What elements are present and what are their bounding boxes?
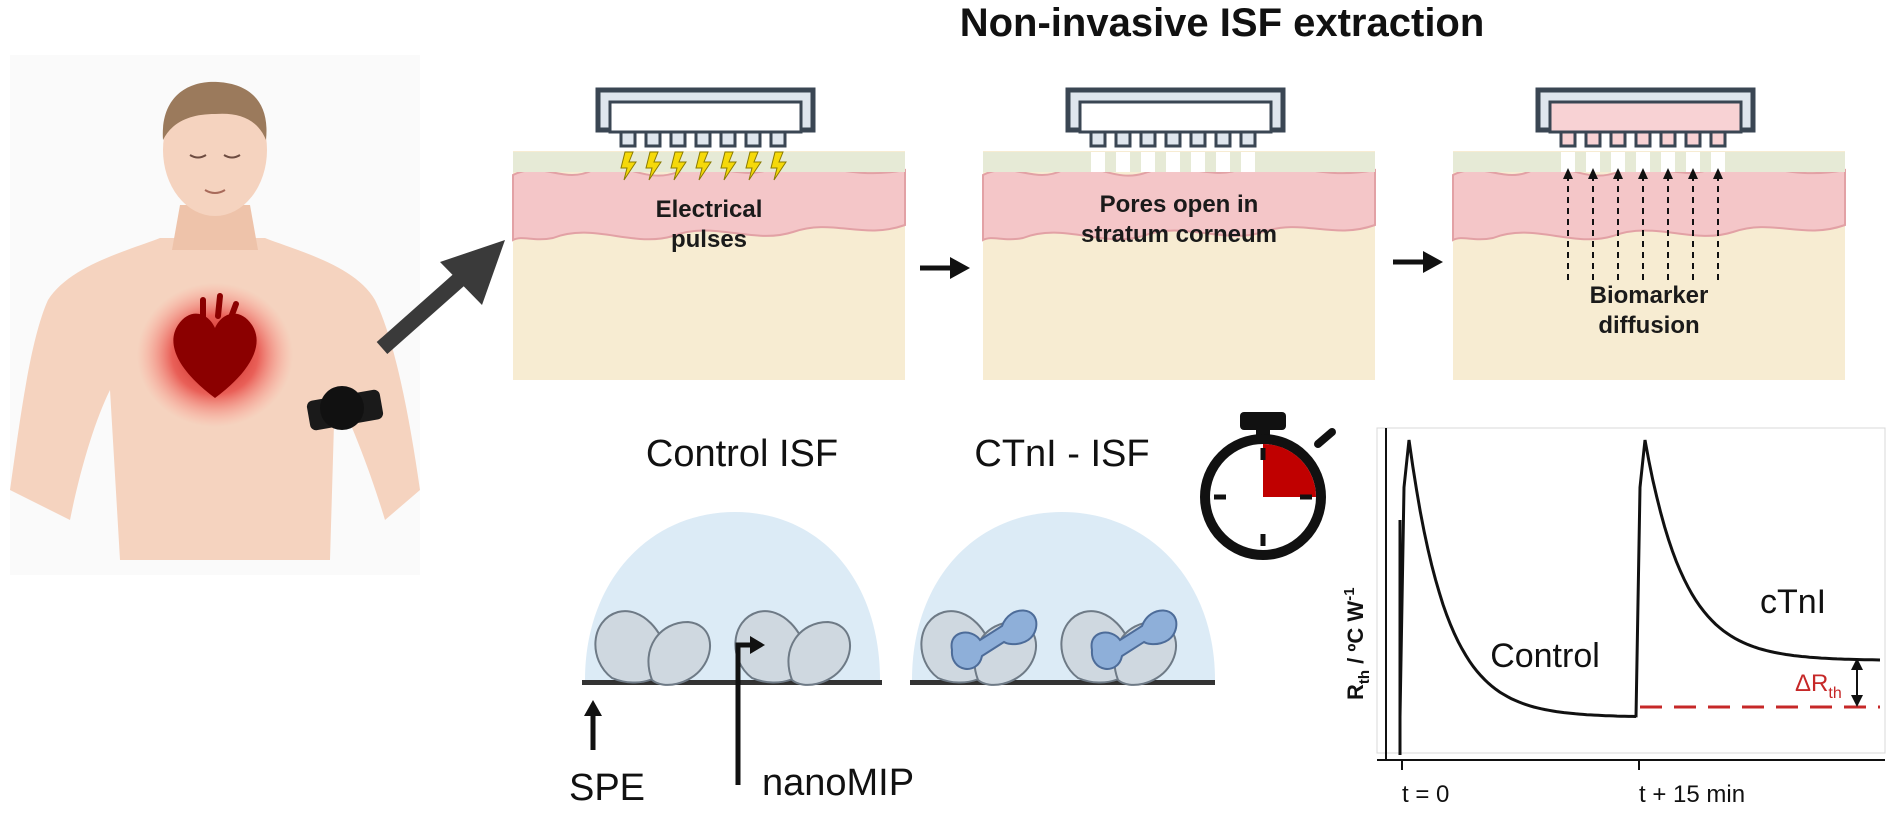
panel-arrow-2 xyxy=(1393,251,1443,273)
delta-arrow xyxy=(1851,658,1863,707)
panel-arrow-1 xyxy=(920,257,970,279)
x-tick-label-1: t + 15 min xyxy=(1639,781,1745,808)
chart-frame xyxy=(1376,427,1886,754)
panel-caption-line2: pulses xyxy=(671,226,747,253)
spe-pointer xyxy=(584,700,602,750)
y-axis-label: Rth / ºC W-1 xyxy=(1341,587,1373,700)
panel-caption-line2: stratum corneum xyxy=(1081,221,1277,248)
series-ctni-curve xyxy=(1634,439,1881,718)
stopwatch-icon xyxy=(1200,412,1336,560)
spe-label: SPE xyxy=(569,767,645,809)
body-to-panel-arrow xyxy=(376,264,476,354)
series-label-control: Control xyxy=(1490,637,1600,675)
skin-panel-pores-open: Pores open in stratum corneum xyxy=(982,87,1376,380)
panel-caption-line1: Biomarker xyxy=(1590,282,1709,309)
series-control-curve xyxy=(1398,439,1638,718)
wearable-device-icon xyxy=(320,386,364,430)
control-sensor xyxy=(582,512,882,686)
figure-title: Non-invasive ISF extraction xyxy=(960,1,1485,45)
ctni-isf-label: CTnI - ISF xyxy=(974,433,1149,475)
control-isf-label: Control ISF xyxy=(646,433,838,475)
panel-caption-line1: Pores open in xyxy=(1100,191,1259,218)
nanomip-pointer xyxy=(735,636,765,785)
human-figure xyxy=(10,55,420,575)
nanomip-label: nanoMIP xyxy=(762,762,914,804)
delta-rth-label: ΔRth xyxy=(1795,670,1842,702)
ctni-sensor xyxy=(910,512,1215,686)
panel-caption-line1: Electrical xyxy=(656,196,763,223)
x-tick-label-0: t = 0 xyxy=(1402,781,1449,808)
skin-panel-electrical-pulses: Electrical pulses xyxy=(512,87,906,380)
lightning-bolt-icon xyxy=(620,151,787,181)
ctni-protein-icon xyxy=(950,609,1178,670)
heart-icon xyxy=(173,313,257,398)
series-label-ctni: cTnI xyxy=(1760,583,1826,621)
panel-caption-line2: diffusion xyxy=(1598,312,1699,339)
arrowhead-icon xyxy=(440,240,505,305)
skin-panel-biomarker-diffusion: Biomarker diffusion xyxy=(1452,87,1846,380)
rth-chart: t = 0 t + 15 min Rth / ºC W-1 Control cT… xyxy=(1341,427,1886,808)
